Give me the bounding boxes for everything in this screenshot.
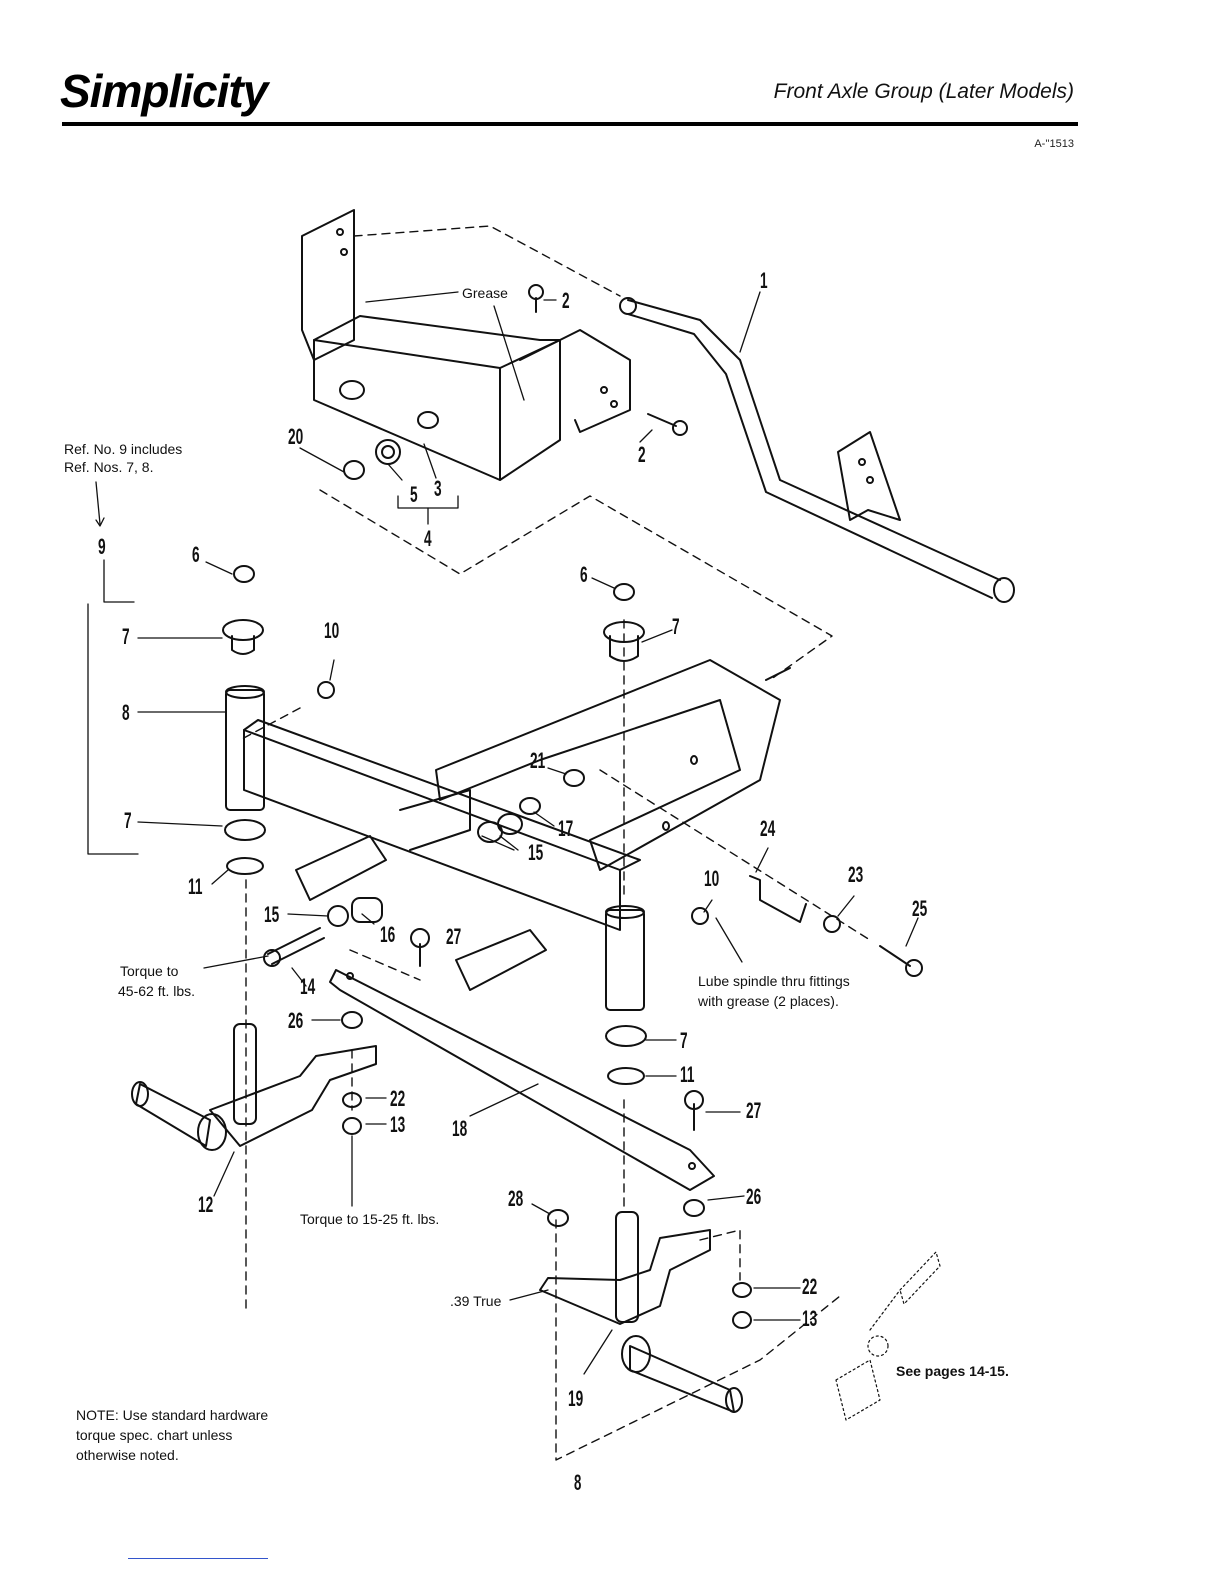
callout-21: 21 [530, 748, 546, 773]
axle-bracket [301, 209, 631, 481]
true-39-label: .39 True [450, 1293, 502, 1309]
ref-note-line2: Ref. Nos. 7, 8. [64, 459, 154, 475]
bottom-link-underline [128, 1558, 268, 1559]
callout-26b: 26 [746, 1184, 762, 1209]
pivot-rod [619, 297, 1015, 603]
callout-15b: 15 [528, 840, 544, 865]
axle-frame [243, 659, 791, 991]
callout-11b: 11 [680, 1062, 695, 1087]
callout-7c: 7 [124, 808, 132, 833]
callout-20: 20 [288, 424, 304, 449]
callout-8: 8 [122, 700, 130, 725]
callout-22a: 22 [390, 1086, 406, 1111]
callout-12: 12 [198, 1192, 214, 1217]
note-line2: torque spec. chart unless [76, 1427, 233, 1443]
note-line1: NOTE: Use standard hardware [76, 1407, 269, 1423]
right-spindle [539, 1211, 743, 1413]
callout-13a: 13 [390, 1112, 406, 1137]
callout-28: 28 [508, 1186, 524, 1211]
callout-9: 9 [98, 534, 106, 559]
callout-6a: 6 [192, 542, 200, 567]
callout-25: 25 [912, 896, 928, 921]
see-pages-label: See pages 14-15. [896, 1363, 1009, 1379]
callout-2b: 2 [638, 442, 646, 467]
callout-23: 23 [848, 862, 864, 887]
callout-13b: 13 [802, 1306, 818, 1331]
ref-note-line1: Ref. No. 9 includes [64, 441, 183, 457]
callout-15a: 15 [264, 902, 280, 927]
callout-7a: 7 [122, 624, 130, 649]
callout-27b: 27 [746, 1098, 762, 1123]
document-number: A-''1513 [1034, 138, 1074, 150]
page-number: 8 [574, 1470, 582, 1495]
callout-7d: 7 [680, 1028, 688, 1053]
torque-14-line1: Torque to [120, 963, 179, 979]
left-spindle [131, 1023, 377, 1151]
callout-22b: 22 [802, 1274, 818, 1299]
callout-24: 24 [760, 816, 776, 841]
callout-18: 18 [452, 1116, 468, 1141]
torque-14-line2: 45-62 ft. lbs. [118, 983, 196, 999]
callout-2a: 2 [562, 288, 570, 313]
callout-17: 17 [558, 816, 574, 841]
callout-11a: 11 [188, 874, 203, 899]
callout-7b: 7 [672, 614, 680, 639]
lube-line1: Lube spindle thru fittings [698, 973, 850, 989]
page-title: Front Axle Group (Later Models) [773, 80, 1074, 103]
header-rule [62, 122, 1078, 126]
callout-26a: 26 [288, 1008, 304, 1033]
note-line3: otherwise noted. [76, 1447, 179, 1463]
brand-logo: Simplicity [60, 65, 268, 117]
callout-10a: 10 [324, 618, 340, 643]
callout-16: 16 [380, 922, 396, 947]
callout-1: 1 [760, 268, 768, 293]
grease-label: Grease [462, 285, 508, 301]
callout-10b: 10 [704, 866, 720, 891]
tie-rod [329, 969, 715, 1191]
callout-3: 3 [434, 476, 442, 501]
lube-line2: with grease (2 places). [698, 993, 839, 1009]
torque-13-label: Torque to 15-25 ft. lbs. [300, 1211, 440, 1227]
callout-27a: 27 [446, 924, 462, 949]
callout-14: 14 [300, 974, 316, 999]
callout-5: 5 [410, 482, 418, 507]
callout-4: 4 [424, 526, 432, 551]
callout-6b: 6 [580, 562, 588, 587]
callout-19: 19 [568, 1386, 584, 1411]
